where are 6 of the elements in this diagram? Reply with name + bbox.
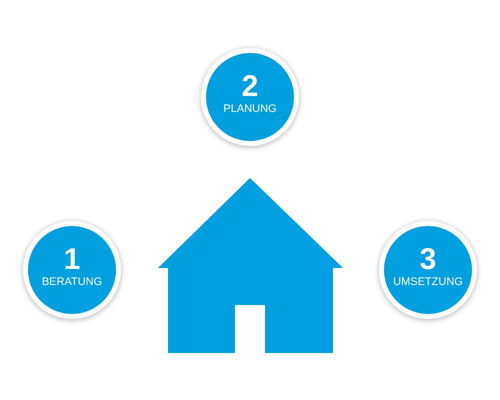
step-label: PLANUNG bbox=[223, 102, 277, 116]
step-number: 2 bbox=[242, 72, 258, 102]
step-label: UMSETZUNG bbox=[393, 275, 463, 289]
step-label: BERATUNG bbox=[42, 275, 102, 289]
step-number: 3 bbox=[420, 245, 436, 275]
step-number: 1 bbox=[64, 245, 80, 275]
